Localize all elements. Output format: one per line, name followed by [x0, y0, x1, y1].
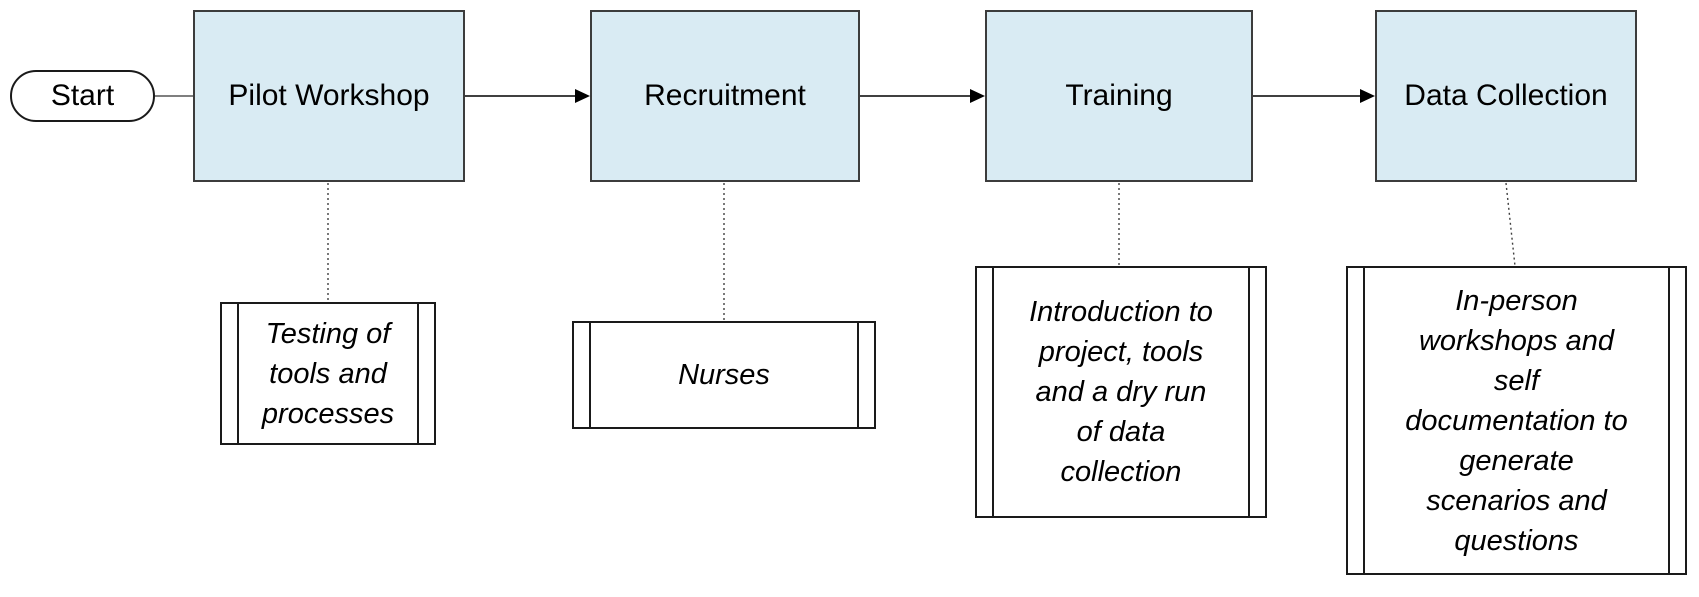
- arrowhead-datacollection: [1360, 89, 1375, 103]
- note-text: Nurses: [678, 359, 770, 391]
- process-label: Training: [1065, 79, 1173, 112]
- note-text: In-person workshops and self documentati…: [1405, 284, 1628, 557]
- process-recruitment: Recruitment: [590, 10, 860, 182]
- arrowhead-recruitment: [575, 89, 590, 103]
- process-label: Data Collection: [1404, 79, 1608, 112]
- process-data-collection: Data Collection: [1375, 10, 1637, 182]
- process-label: Recruitment: [644, 79, 806, 112]
- note-text: Introduction to project, tools and a dry…: [1029, 296, 1213, 488]
- arrowhead-training: [970, 89, 985, 103]
- note-pilot-workshop: Testing of tools and processes: [220, 302, 436, 445]
- note-text: Testing of tools and processes: [261, 317, 395, 430]
- note-data-collection: In-person workshops and self documentati…: [1346, 266, 1687, 575]
- start-node: Start: [10, 70, 155, 122]
- process-label: Pilot Workshop: [228, 79, 430, 112]
- process-pilot-workshop: Pilot Workshop: [193, 10, 465, 182]
- start-label: Start: [50, 79, 115, 112]
- note-training: Introduction to project, tools and a dry…: [975, 266, 1267, 518]
- note-recruitment: Nurses: [572, 321, 876, 429]
- process-training: Training: [985, 10, 1253, 182]
- dotted-link-datacollection-note: [1505, 182, 1516, 267]
